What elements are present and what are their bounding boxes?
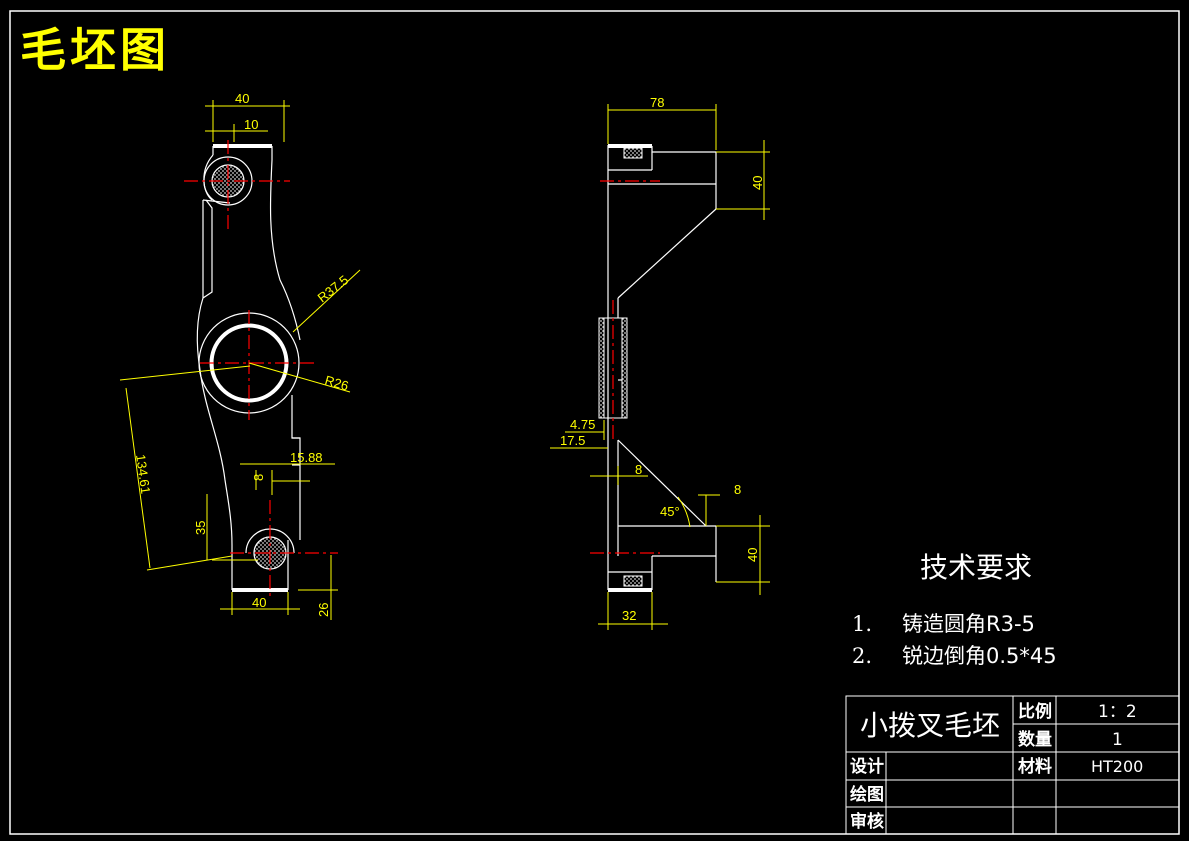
- drawing-frame: [9, 10, 1180, 835]
- dim-40-bottom: 40: [252, 595, 266, 610]
- side-dimension-lines: [550, 104, 770, 630]
- dim-40-lower: 40: [745, 548, 760, 562]
- tech-requirements-title: 技术要求: [920, 551, 1033, 584]
- side-hub-hatch-left: [598, 317, 605, 419]
- tech-requirement-1: 1. 铸造圆角R3-5: [852, 608, 1035, 638]
- dim-26: 26: [316, 603, 331, 617]
- dim-78: 78: [650, 95, 664, 110]
- dim-40-upper: 40: [750, 176, 765, 190]
- side-hub-hatch-right: [621, 317, 628, 419]
- review-label: 审核: [850, 811, 884, 832]
- material-value: HT200: [1091, 757, 1143, 776]
- dim-4-75: 4.75: [570, 417, 595, 432]
- scale-value: 1：2: [1098, 702, 1137, 722]
- req-1-value: R3-5: [986, 612, 1035, 636]
- req-2-text: 锐边倒角: [902, 644, 986, 668]
- dim-134-61: 134.61: [133, 453, 153, 494]
- dim-15-88: 15.88: [290, 450, 323, 465]
- side-view: [601, 144, 717, 592]
- req-1-number: 1.: [852, 612, 873, 636]
- dim-10: 10: [244, 117, 258, 132]
- qty-value: 1: [1112, 730, 1123, 750]
- dim-40-top: 40: [235, 91, 249, 106]
- title-block-grid: [845, 695, 1180, 835]
- front-centerlines: [184, 140, 338, 600]
- title-block-text: 小拨叉毛坯 比例 1：2 数量 1 材料 HT200 设计 绘图 审核: [850, 701, 1143, 832]
- side-top-hatch: [623, 147, 643, 159]
- part-name: 小拨叉毛坯: [860, 709, 1000, 742]
- front-dimension-lines: [119, 100, 361, 620]
- dim-r37-5: R37.5: [315, 272, 352, 305]
- dim-35: 35: [193, 521, 208, 535]
- material-label: 材料: [1018, 756, 1052, 777]
- design-label: 设计: [850, 756, 884, 777]
- scale-label: 比例: [1018, 701, 1052, 722]
- dim-32: 32: [622, 608, 636, 623]
- front-dimension-text: 40 10 R37.5 R26 134.61 8 15.88 35 40 26: [133, 91, 351, 617]
- qty-label: 数量: [1018, 729, 1052, 750]
- dim-r26: R26: [323, 372, 350, 393]
- drawing-title: 毛坯图: [20, 23, 170, 77]
- req-2-value: 0.5*45: [986, 644, 1057, 668]
- dim-17-5: 17.5: [560, 433, 585, 448]
- side-centerlines: [590, 180, 660, 554]
- dim-8-side-b: 8: [734, 482, 741, 497]
- req-2-number: 2.: [852, 644, 873, 668]
- side-dimension-text: 78 40 4.75 17.5 8 45° 8 40 32: [560, 95, 765, 623]
- tech-requirement-2: 2. 锐边倒角0.5*45: [852, 640, 1057, 670]
- req-1-text: 铸造圆角: [902, 612, 986, 636]
- dim-angle-45: 45°: [660, 504, 680, 519]
- drawing-label: 绘图: [850, 784, 884, 805]
- dim-8-side-a: 8: [635, 462, 642, 477]
- dim-8-front: 8: [251, 474, 266, 481]
- side-bottom-hatch: [623, 575, 643, 587]
